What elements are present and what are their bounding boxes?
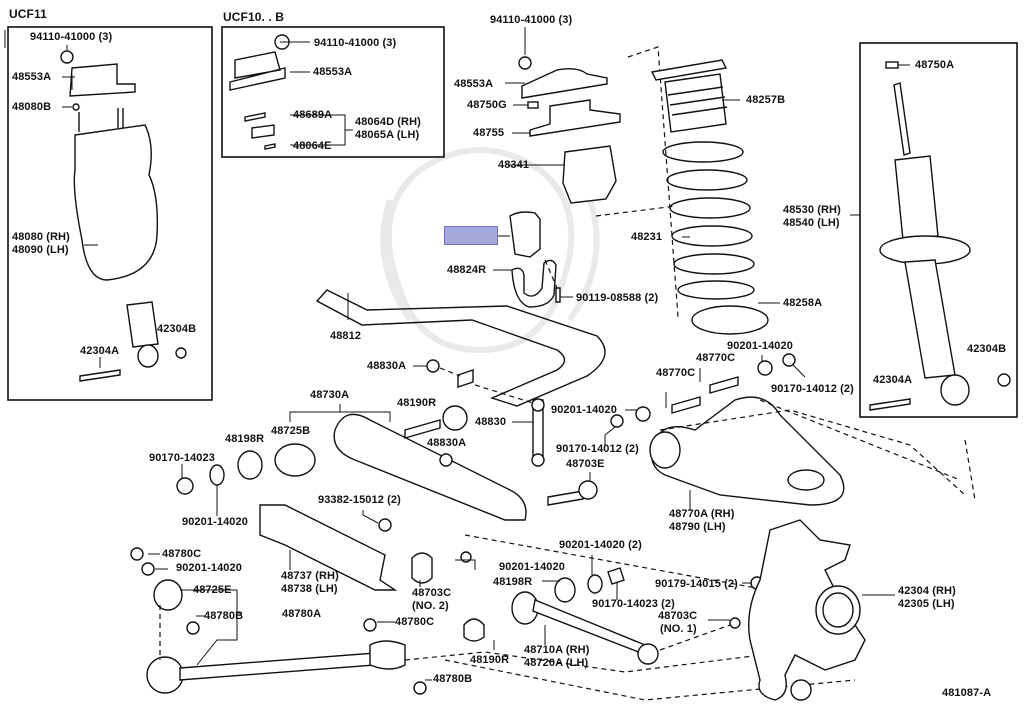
label-washer-r[interactable]: 48198R xyxy=(225,433,265,445)
label-washer-upper[interactable]: 90201-14020 xyxy=(727,340,793,352)
shock-absorber-drawing xyxy=(869,61,1011,411)
label-ucf10b-support[interactable]: 48553A xyxy=(313,66,353,78)
label-knuckle-rh[interactable]: 42304 (RH) xyxy=(898,585,956,597)
label-shock-absorber-rh[interactable]: 48530 (RH) xyxy=(783,204,841,216)
label-washer-1[interactable]: 90201-14020 xyxy=(551,404,617,416)
watermark-emblem xyxy=(380,147,600,354)
label-bumper[interactable]: 48341 xyxy=(498,159,530,171)
leader-lines xyxy=(62,27,910,681)
strut-rod-drawing xyxy=(130,547,427,695)
label-toe-arm-rh[interactable]: 48710A (RH) xyxy=(524,644,590,656)
highlighted-part-label[interactable] xyxy=(444,226,498,245)
label-nut-g[interactable]: 48750G xyxy=(467,99,507,111)
label-ucf10b-bracket-rh[interactable]: 48064D (RH) xyxy=(355,116,421,128)
inset-title-ucf11: UCF11 xyxy=(9,7,47,21)
label-bolt-c-no1[interactable]: 48703C xyxy=(658,610,698,622)
label-bolt-b-mid[interactable]: 48780B xyxy=(433,673,473,685)
label-upper-arm-rh[interactable]: 48770A (RH) xyxy=(669,508,735,520)
upper-arm-drawing xyxy=(610,353,845,506)
label-nut-1[interactable]: 90170-14012 (2) xyxy=(556,443,639,455)
label-ucf10b-nut[interactable]: 94110-41000 (3) xyxy=(314,37,397,49)
label-nut-3[interactable]: 90179-14015 (2) xyxy=(655,578,738,590)
air-spring-drawing xyxy=(60,50,187,382)
toe-arm-drawing xyxy=(463,567,764,665)
label-support[interactable]: 48553A xyxy=(454,78,494,90)
label-ucf10b-plate[interactable]: 48689A xyxy=(293,109,333,121)
coil-spring-drawing xyxy=(650,59,769,335)
label-washer-2[interactable]: 90201-14020 (2) xyxy=(559,539,642,551)
label-ucf11-air-spring-lh[interactable]: 48090 (LH) xyxy=(12,244,69,256)
label-bolt-c-no2-sub: (NO. 2) xyxy=(412,600,449,612)
label-knuckle-lh[interactable]: 42305 (LH) xyxy=(898,598,955,610)
label-ucf11-nut[interactable]: 94110-41000 (3) xyxy=(30,31,113,43)
knuckle-drawing xyxy=(748,519,866,701)
label-ucf11-nut-b[interactable]: 42304B xyxy=(157,323,197,335)
label-washer-r2[interactable]: 48198R xyxy=(493,576,533,588)
label-bracket-bolt[interactable]: 90119-08588 (2) xyxy=(576,292,659,304)
label-ucf10b-bracket-lh[interactable]: 48065A (LH) xyxy=(355,129,420,141)
inset-ucf10b-frame xyxy=(221,26,445,158)
label-washer-3[interactable]: 90201-14020 xyxy=(499,561,565,573)
label-spring[interactable]: 48231 xyxy=(631,231,663,243)
label-shock-bolt[interactable]: 42304A xyxy=(873,374,913,386)
label-ucf10b-clip[interactable]: 48064E xyxy=(293,140,332,152)
label-mount[interactable]: 48755 xyxy=(473,127,505,139)
stabilizer-bar-drawing xyxy=(315,289,606,467)
label-cam-bolt-c2[interactable]: 48770C xyxy=(696,352,736,364)
inset-title-ucf10b: UCF10. . B xyxy=(223,10,285,24)
label-bolt-c-no2[interactable]: 48703C xyxy=(412,587,452,599)
label-bolt-c-no1-sub: (NO. 1) xyxy=(660,623,697,635)
label-cover-rh[interactable]: 48737 (RH) xyxy=(281,570,339,582)
label-shock-nut[interactable]: 48750A xyxy=(915,59,955,71)
label-insulator-lower[interactable]: 48258A xyxy=(783,297,823,309)
stabilizer-bushing-drawing xyxy=(509,211,561,308)
label-arm-assy[interactable]: 48730A xyxy=(310,389,350,401)
label-clip-s[interactable]: 93382-15012 (2) xyxy=(318,494,401,506)
label-toe-arm-lh[interactable]: 48720A (LH) xyxy=(524,657,589,669)
label-cover-lh[interactable]: 48738 (LH) xyxy=(281,583,338,595)
label-strut-rod[interactable]: 48780A xyxy=(282,608,322,620)
label-bolt-b-left[interactable]: 48780B xyxy=(204,610,244,622)
label-nut-2[interactable]: 90170-14023 (2) xyxy=(592,598,675,610)
label-insulator-upper[interactable]: 48257B xyxy=(746,94,786,106)
ucf10b-drawing xyxy=(229,34,290,150)
top-mount-drawing xyxy=(518,56,621,204)
label-bolt-r[interactable]: 48190R xyxy=(397,397,437,409)
label-link-nut-2[interactable]: 48830A xyxy=(427,437,467,449)
label-bolt-r2[interactable]: 48190R xyxy=(470,654,510,666)
label-bushing-e[interactable]: 48725E xyxy=(193,584,232,596)
label-washer-left2[interactable]: 90201-14020 xyxy=(176,562,242,574)
label-bushing-b[interactable]: 48725B xyxy=(271,425,311,437)
figure-code: 481087-A xyxy=(942,687,992,699)
label-link-nut[interactable]: 48830A xyxy=(367,360,407,372)
label-shock-absorber-lh[interactable]: 48540 (LH) xyxy=(783,217,840,229)
label-upper-arm-lh[interactable]: 48790 (LH) xyxy=(669,521,726,533)
label-ucf11-air-spring-rh[interactable]: 48080 (RH) xyxy=(12,231,70,243)
label-nut-left[interactable]: 90170-14023 xyxy=(149,452,215,464)
label-ucf11-bolt[interactable]: 42304A xyxy=(80,345,120,357)
label-nut-upper[interactable]: 90170-14012 (2) xyxy=(771,383,854,395)
label-washer-left[interactable]: 90201-14020 xyxy=(182,516,248,528)
label-bolt-e[interactable]: 48703E xyxy=(566,458,605,470)
lower-arm-drawing xyxy=(176,405,598,521)
label-bracket[interactable]: 48824R xyxy=(447,264,487,276)
inset-ucf11-frame xyxy=(7,26,213,401)
label-nut-c-mid[interactable]: 48780C xyxy=(395,616,435,628)
label-top-nut[interactable]: 94110-41000 (3) xyxy=(490,14,573,26)
label-ucf11-support[interactable]: 48553A xyxy=(12,71,52,83)
label-nut-c-left[interactable]: 48780C xyxy=(162,548,202,560)
label-ucf11-spacer[interactable]: 48080B xyxy=(12,101,52,113)
label-stabilizer-bar[interactable]: 48812 xyxy=(330,330,362,342)
label-cam-bolt-c1[interactable]: 48770C xyxy=(656,367,696,379)
inset-shock-frame xyxy=(859,42,1018,418)
cover-drawing xyxy=(259,504,398,591)
label-shock-nut-b[interactable]: 42304B xyxy=(967,343,1007,355)
label-link[interactable]: 48830 xyxy=(475,416,507,428)
